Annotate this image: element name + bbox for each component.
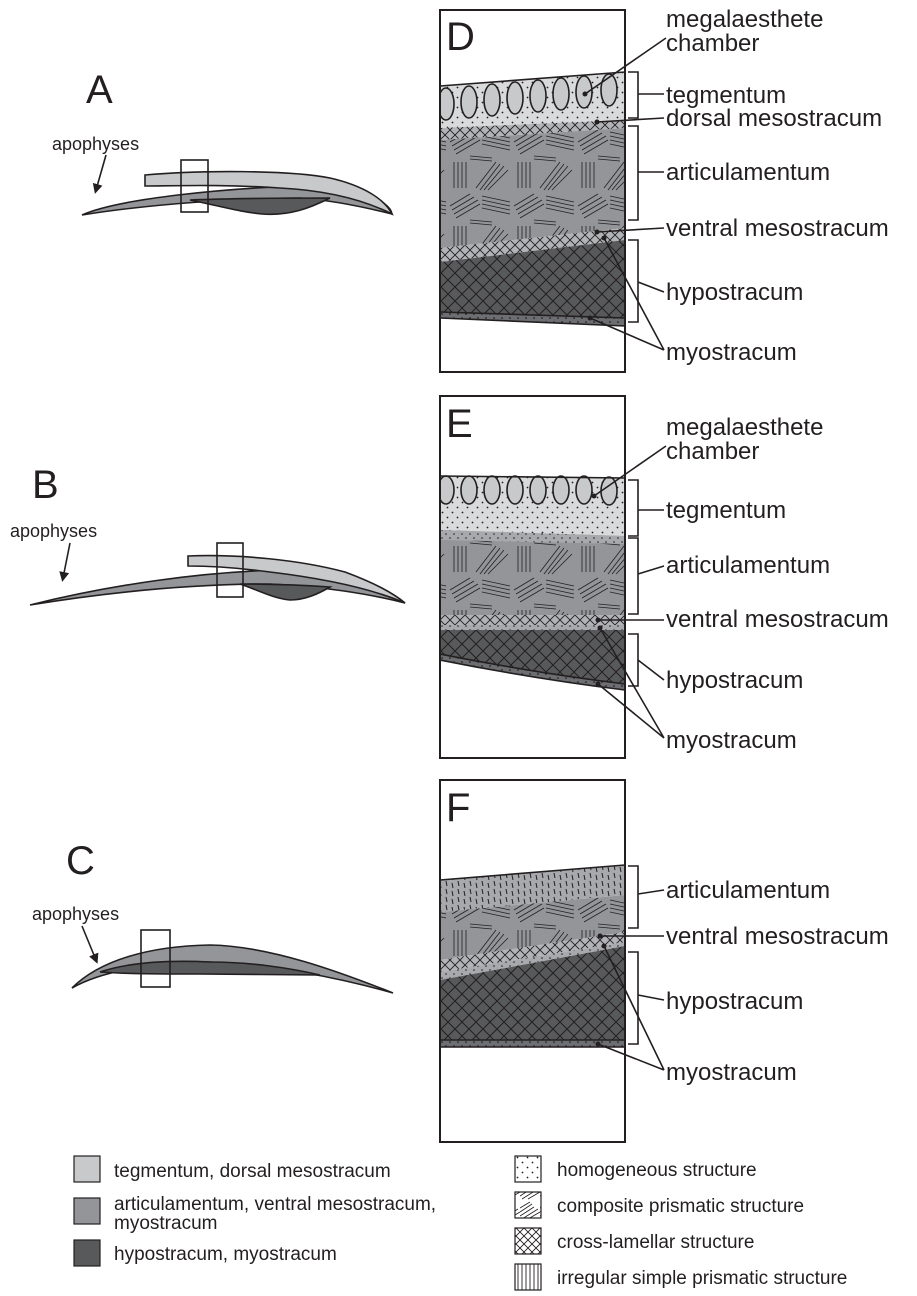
shell-hypostracum-a	[190, 198, 330, 214]
e-articulamentum-bracket	[628, 538, 664, 614]
legend-swatch-cross-lamellar	[515, 1228, 541, 1254]
f-articulamentum-bracket	[628, 866, 664, 928]
apophyses-arrow-c	[82, 926, 96, 960]
f-label-hypostracum: hypostracum	[666, 988, 803, 1015]
panel-e: E megalaesthete chamber tegmentum articu…	[438, 396, 889, 758]
section-box-b	[217, 543, 243, 597]
apophyses-label-b: apophyses	[10, 521, 97, 541]
e-label-chamber: chamber	[666, 438, 759, 465]
apophyses-arrow-b	[63, 543, 70, 578]
legend-swatch-composite	[515, 1192, 541, 1218]
legend-swatch-light	[74, 1156, 100, 1182]
panel-c: C apophyses	[32, 839, 393, 993]
legend-swatch-medium	[74, 1198, 100, 1224]
e-label-articulamentum: articulamentum	[666, 552, 830, 579]
panel-letter-c: C	[66, 839, 95, 883]
d-tegmentum-bracket	[628, 72, 664, 118]
panel-b: B apophyses	[10, 463, 405, 605]
f-label-myostracum: myostracum	[666, 1059, 797, 1086]
legend: tegmentum, dorsal mesostracum articulame…	[74, 1156, 847, 1290]
legend-label-medium-2: myostracum	[114, 1213, 217, 1234]
panel-letter-d: D	[446, 15, 475, 59]
legend-label-dark: hypostracum, myostracum	[114, 1244, 337, 1265]
d-label-chamber: chamber	[666, 30, 759, 57]
d-articulamentum-bracket	[628, 126, 664, 220]
legend-label-homogeneous: homogeneous structure	[557, 1160, 757, 1181]
panel-letter-e: E	[446, 402, 473, 446]
e-chamber-leader	[594, 446, 666, 496]
d-label-ventral-mesostracum: ventral mesostracum	[666, 215, 889, 242]
shell-hypostracum-b	[240, 584, 330, 600]
apophyses-label-a: apophyses	[52, 134, 139, 154]
f-label-ventral-mesostracum: ventral mesostracum	[666, 923, 889, 950]
panel-a: A apophyses	[52, 68, 392, 215]
legend-label-composite: composite prismatic structure	[557, 1196, 804, 1217]
legend-label-cross-lamellar: cross-lamellar structure	[557, 1232, 754, 1253]
panel-d: D megalaesthete chamber tegmentum dorsal…	[438, 6, 889, 372]
legend-label-medium-1: articulamentum, ventral mesostracum,	[114, 1194, 436, 1215]
legend-label-light: tegmentum, dorsal mesostracum	[114, 1161, 391, 1182]
panel-f: F articulamentum ventral mesostracum hyp…	[440, 780, 889, 1142]
e-hypostracum-bracket	[628, 634, 664, 686]
legend-label-irregular-prismatic: irregular simple prismatic structure	[557, 1268, 847, 1289]
panel-letter-a: A	[86, 68, 113, 112]
e-label-tegmentum: tegmentum	[666, 497, 786, 524]
f-hypostracum-bracket	[628, 952, 664, 1044]
d-label-dorsal-mesostracum: dorsal mesostracum	[666, 105, 882, 132]
panel-letter-f: F	[446, 786, 470, 830]
d-hypostracum-bracket	[628, 240, 664, 322]
legend-swatch-dark	[74, 1240, 100, 1266]
d-label-hypostracum: hypostracum	[666, 279, 803, 306]
apophyses-arrow-a	[96, 155, 106, 190]
d-label-articulamentum: articulamentum	[666, 159, 830, 186]
f-label-articulamentum: articulamentum	[666, 877, 830, 904]
legend-swatch-homogeneous	[515, 1156, 541, 1182]
legend-swatch-irregular-prismatic	[515, 1264, 541, 1290]
d-label-myostracum: myostracum	[666, 339, 797, 366]
e-label-megalaesthete: megalaesthete	[666, 414, 823, 441]
e-label-hypostracum: hypostracum	[666, 667, 803, 694]
panel-letter-b: B	[32, 463, 59, 507]
e-label-myostracum: myostracum	[666, 727, 797, 754]
e-label-ventral-mesostracum: ventral mesostracum	[666, 606, 889, 633]
e-tegmentum-bracket	[628, 480, 664, 536]
apophyses-label-c: apophyses	[32, 904, 119, 924]
d-label-megalaesthete: megalaesthete	[666, 6, 823, 33]
